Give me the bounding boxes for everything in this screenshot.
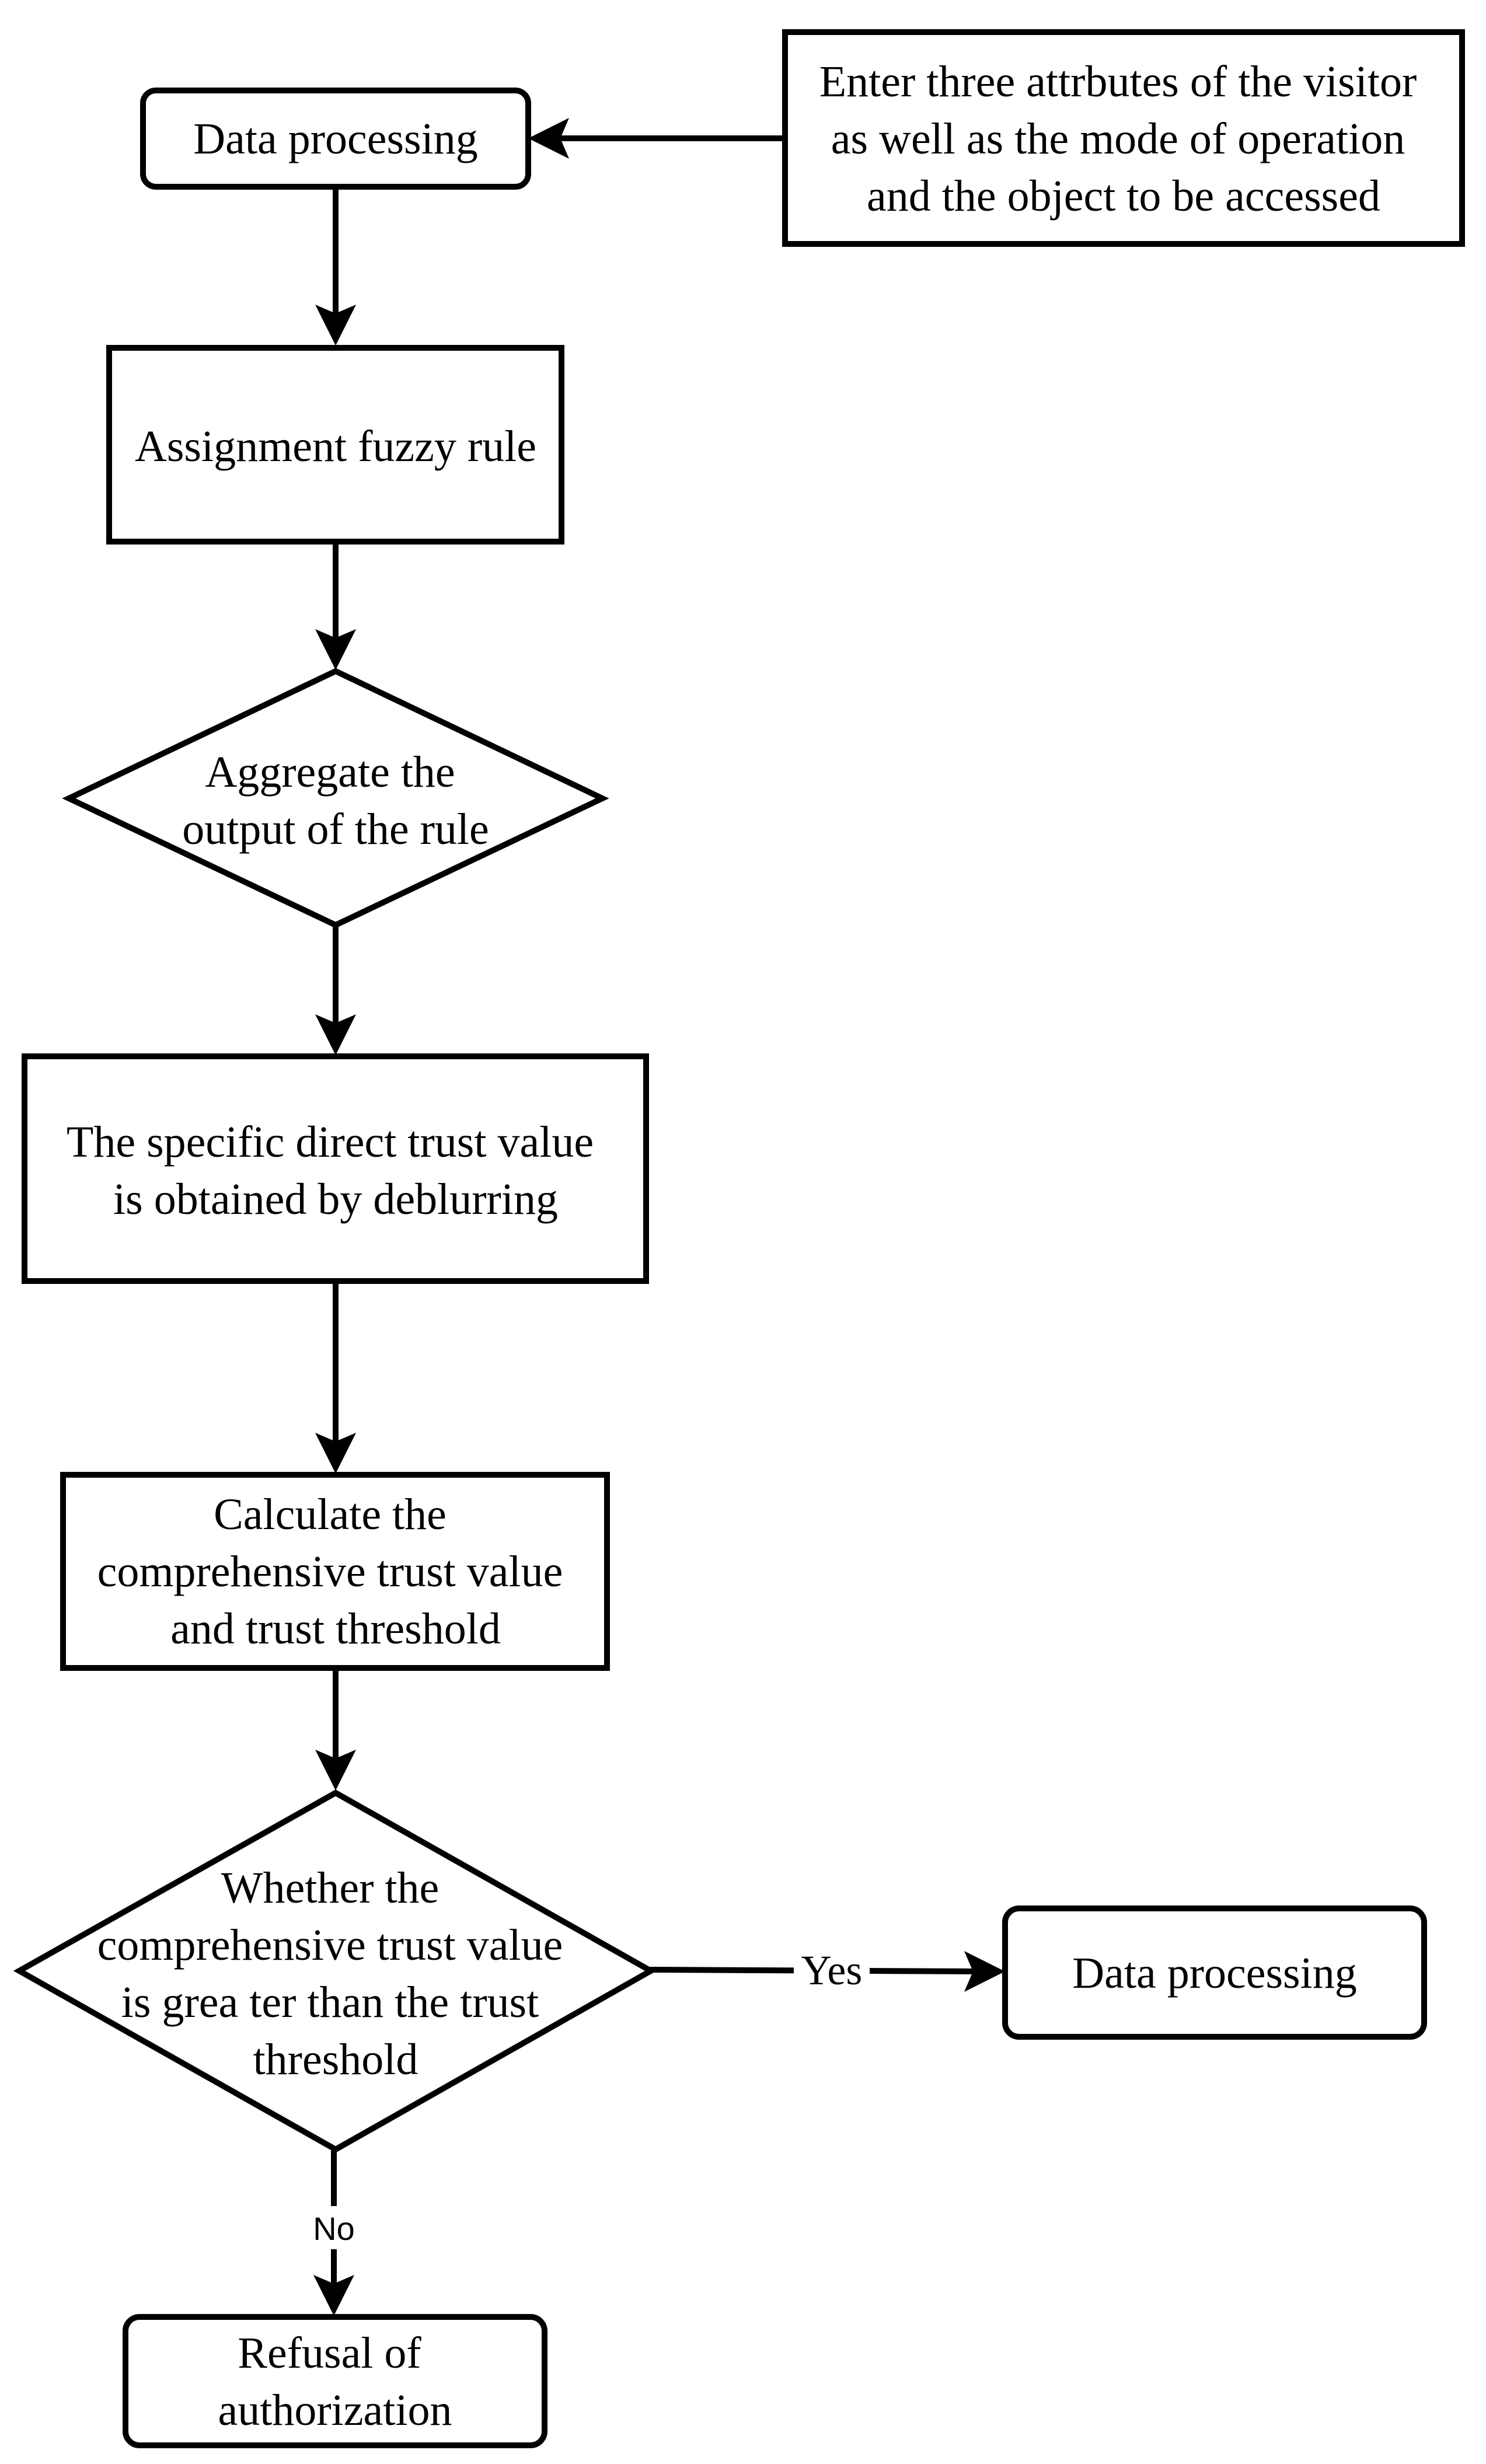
node-data-processing-yes-text: Data processing <box>1072 1949 1357 1998</box>
node-refusal-of-authorization: Refusal of authorization <box>123 2314 547 2448</box>
node-deblurring-text: The specific direct trust value is obtai… <box>67 1118 605 1224</box>
edge-assignment-to-aggregate <box>315 542 356 670</box>
node-decision-text: Whether the comprehensive trust value is… <box>97 1863 574 2084</box>
node-data-processing-top: Data processing <box>140 88 531 190</box>
node-data-processing-yes: Data processing <box>1002 1905 1427 2040</box>
node-input-text: Enter three attrbutes of the visitor as … <box>819 57 1428 221</box>
node-data-processing-top-text: Data processing <box>193 114 478 163</box>
node-aggregate-decision: Aggregate the output of the rule <box>62 668 609 929</box>
node-calculate: Calculate the comprehensive trust value … <box>60 1472 610 1671</box>
edge-aggregate-to-deblurring <box>315 925 356 1055</box>
edge-label-no: No <box>304 2206 364 2249</box>
node-assignment-fuzzy-rule: Assignment fuzzy rule <box>106 345 564 545</box>
edge-calculate-to-decision <box>315 1668 356 1791</box>
node-deblurring: The specific direct trust value is obtai… <box>22 1053 649 1284</box>
node-input: Enter three attrbutes of the visitor as … <box>782 29 1465 247</box>
svg-text:No: No <box>313 2210 355 2247</box>
node-refusal-text: Refusal of authorization <box>218 2329 452 2435</box>
edge-input-to-data-processing <box>528 118 785 159</box>
node-assignment-text: Assignment fuzzy rule <box>135 422 536 471</box>
edge-data-processing-to-assignment <box>315 187 356 345</box>
node-trust-decision: Whether the comprehensive trust value is… <box>13 1789 657 2153</box>
node-calculate-text: Calculate the comprehensive trust value … <box>97 1490 574 1653</box>
svg-text:Yes: Yes <box>801 1947 863 1994</box>
node-aggregate-text: Aggregate the output of the rule <box>182 748 489 854</box>
edge-label-yes: Yes <box>794 1943 870 1994</box>
edge-deblurring-to-calculate <box>315 1281 356 1474</box>
